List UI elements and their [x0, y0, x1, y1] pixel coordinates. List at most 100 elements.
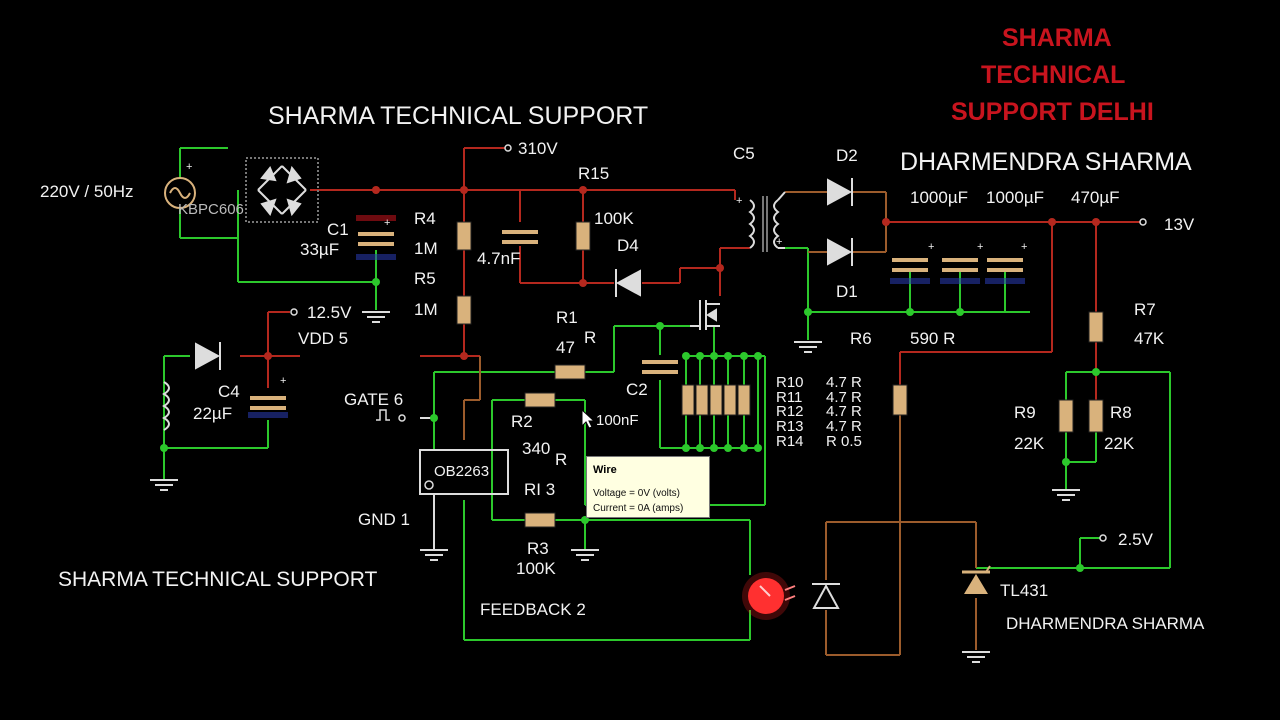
ground-icons: [150, 311, 1080, 663]
r3-value: 100K: [516, 559, 556, 578]
c2-capacitor: [642, 360, 678, 364]
snubber-capacitor: [502, 230, 538, 234]
r7-value: 47K: [1134, 329, 1165, 348]
r10-resistor: [681, 384, 695, 416]
r15-resistor: [575, 221, 591, 251]
cap3-value: 470µF: [1071, 188, 1120, 207]
tooltip-voltage: Voltage = 0V (volts): [593, 488, 680, 499]
d2-label: D2: [836, 146, 858, 165]
c2-label: C2: [626, 380, 648, 399]
delhi-line-2: TECHNICAL: [981, 61, 1126, 89]
gnd-label: GND 1: [358, 510, 410, 529]
tooltip-title: Wire: [593, 464, 617, 476]
support-title-top: SHARMA TECHNICAL SUPPORT: [268, 102, 649, 130]
ac-source-icon: [164, 177, 196, 209]
sense-r12-value: 4.7 R: [826, 403, 862, 420]
ri-label: RI 3: [524, 480, 556, 499]
cap1-value: 1000µF: [910, 188, 968, 207]
r5-name: R5: [414, 269, 436, 288]
r8-value: 22K: [1104, 434, 1135, 453]
cap2-value: 1000µF: [986, 188, 1044, 207]
v310-label: 310V: [518, 139, 558, 158]
gate-label: GATE 6: [344, 390, 404, 409]
r11-resistor: [695, 384, 709, 416]
r3-name: R3: [527, 539, 549, 558]
r5-value: 1M: [414, 300, 438, 319]
v25-label: 2.5V: [1118, 530, 1153, 549]
cap-glow: [248, 215, 1025, 418]
transformer-icon: [748, 191, 786, 252]
bridge-label: KBPC606: [178, 201, 244, 218]
svg-text:+: +: [977, 241, 983, 253]
r1-unit: R: [584, 328, 597, 347]
mouse-cursor-icon: [581, 408, 596, 429]
opto-led-icon: [742, 572, 796, 620]
svg-text:+: +: [928, 241, 934, 253]
feedback-label: FEEDBACK 2: [480, 600, 586, 619]
r7-resistor: [1088, 311, 1104, 343]
terminals: [290, 144, 1147, 542]
r12-resistor: [709, 384, 723, 416]
v13-label: 13V: [1164, 215, 1195, 234]
c5-label: C5: [733, 144, 755, 163]
sense-r12-name: R12: [776, 403, 804, 420]
wire-tooltip: Wire Voltage = 0V (volts) Current = 0A (…: [586, 456, 710, 518]
primary-wires: [240, 147, 1140, 400]
r13-resistor: [723, 384, 737, 416]
output-cap-1: [892, 258, 928, 262]
svg-text:+: +: [186, 161, 192, 173]
tl431-icon: [962, 565, 991, 594]
output-cap-3: [987, 258, 1023, 262]
d4-diode-icon: [615, 269, 641, 297]
svg-text:+: +: [736, 195, 742, 207]
bridge-rectifier-icon: [245, 157, 319, 223]
sense-r11-name: R11: [776, 389, 803, 406]
sense-r10-value: 4.7 R: [826, 374, 862, 391]
r15-name: R15: [578, 164, 610, 183]
c2-value: 100nF: [596, 412, 639, 429]
sense-r11-value: 4.7 R: [826, 389, 862, 406]
d2-diode-icon: [827, 178, 853, 206]
vdd-label: VDD 5: [298, 329, 349, 348]
r6-value-unit: R: [943, 329, 956, 348]
r7-name: R7: [1134, 300, 1156, 319]
snubber-cap-value: 4.7nF: [477, 249, 521, 268]
r9-name: R9: [1014, 403, 1036, 422]
mosfet-icon: [690, 300, 720, 330]
r6-resistor: [892, 384, 908, 416]
d1-label: D1: [836, 282, 858, 301]
d1-diode-icon: [827, 238, 853, 266]
c4-capacitor: [250, 396, 286, 400]
c1-name: C1: [327, 220, 349, 239]
polarity-marks: + + + + + + + +: [186, 161, 1027, 387]
ic-label: OB2263: [434, 463, 490, 480]
r6-value-number: 590: [910, 329, 939, 348]
tooltip-current: Current = 0A (amps): [593, 503, 684, 514]
output-cap-2: [942, 258, 978, 262]
tl431-label: TL431: [1000, 581, 1049, 600]
r3-resistor: [524, 512, 556, 528]
r2-name: R2: [511, 412, 533, 431]
aux-winding-icon: [162, 381, 170, 431]
opto-receiver-diode-icon: [812, 583, 840, 609]
sense-r10-name: R10: [776, 374, 804, 391]
svg-text:+: +: [776, 236, 782, 248]
r4-name: R4: [414, 209, 436, 228]
c1-value: 33µF: [300, 240, 340, 259]
r4-value: 1M: [414, 239, 438, 258]
sense-r13-name: R13: [776, 418, 804, 435]
dharmendra-title-bottom: DHARMENDRA SHARMA: [1006, 614, 1205, 633]
r6-value: 590 R: [910, 330, 955, 347]
ac-source-label: 220V / 50Hz: [40, 182, 134, 201]
r8-resistor: [1088, 399, 1104, 433]
dharmendra-title-top: DHARMENDRA SHARMA: [900, 148, 1192, 176]
r15-value: 100K: [594, 209, 634, 228]
d4-label: D4: [617, 236, 639, 255]
r9-value: 22K: [1014, 434, 1045, 453]
svg-text:+: +: [1021, 241, 1027, 253]
sense-r13-value: 4.7 R: [826, 418, 862, 435]
sense-r14-name: R14: [776, 433, 804, 450]
r8-name: R8: [1110, 403, 1132, 422]
support-title-bottom: SHARMA TECHNICAL SUPPORT: [58, 568, 378, 591]
